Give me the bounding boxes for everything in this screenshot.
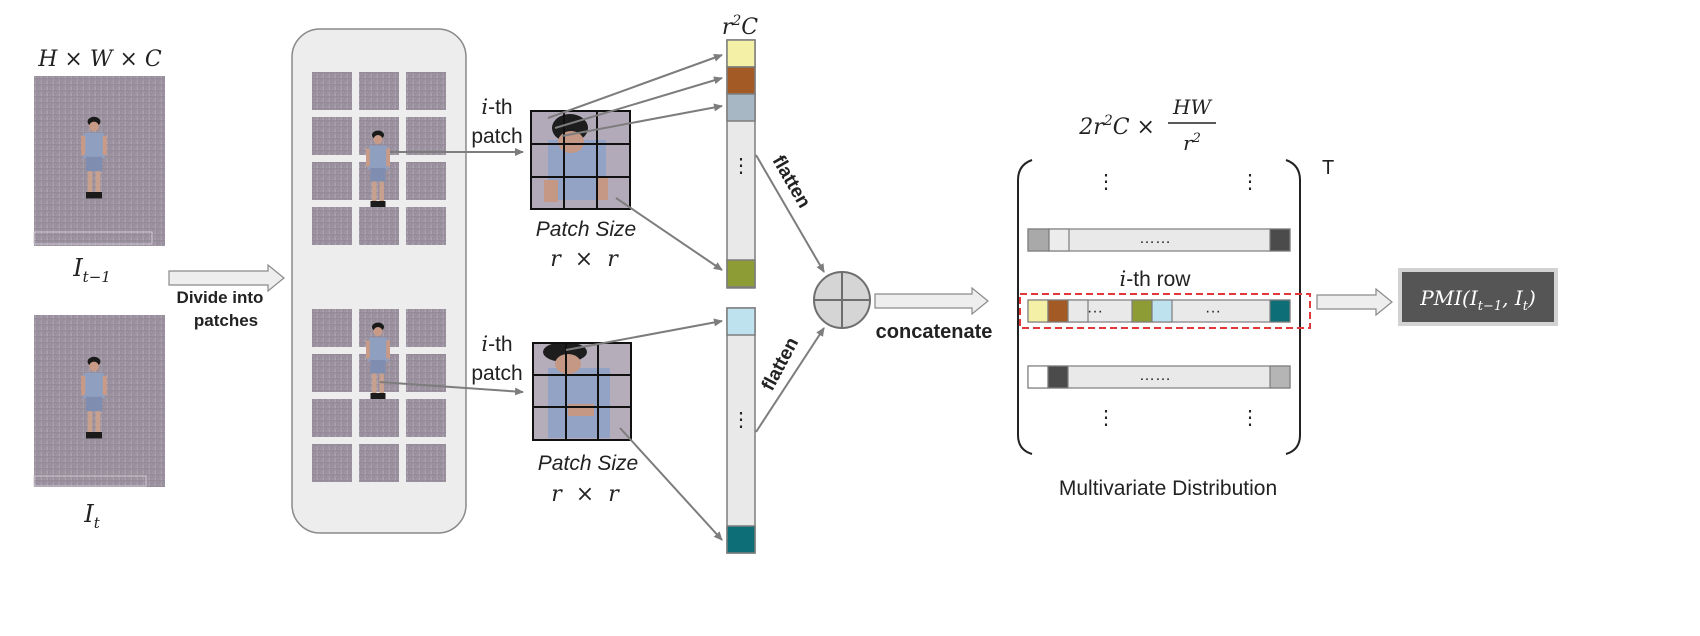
vector-bottom-ellipsis: ⋮ [731, 409, 751, 431]
patch-word-top: patch [471, 125, 522, 148]
dims-label: H × W × C [37, 47, 162, 72]
matrix-ellipsis-top-right: ⋮ [1240, 171, 1260, 193]
svg-text:HW: HW [1172, 95, 1212, 119]
ith-row-highlight [1019, 293, 1311, 329]
patch-word-bottom: patch [471, 362, 522, 385]
matrix-row-1-dots: …… [1139, 230, 1171, 247]
matrix-brackets [1017, 159, 1301, 455]
matrix-caption: Multivariate Distribution [1059, 477, 1277, 500]
zoomed-patch-bottom [532, 342, 632, 441]
concat-node [813, 271, 871, 329]
patch-tile [312, 72, 352, 110]
patch-tile [312, 309, 352, 347]
vector-cell [726, 259, 756, 288]
vector-cell [726, 39, 756, 68]
ith-patch-label-bottom: i-th [481, 332, 512, 356]
patch-tile [359, 72, 399, 110]
patch-grid-prev [312, 72, 446, 245]
matrix-row-1 [1027, 228, 1291, 252]
row-cell [1269, 299, 1291, 323]
patch-tile [312, 354, 352, 392]
ith-row-dots-1: ··· [1087, 303, 1103, 320]
patch-tile [359, 399, 399, 437]
matrix-size-label: 2r2C × HW r2 [1078, 95, 1216, 155]
patch-tile [406, 309, 446, 347]
patch-tile [406, 117, 446, 155]
matrix-ith-row-cells [1027, 299, 1291, 323]
ith-row-dots-2: ··· [1205, 303, 1221, 320]
flatten-arrow-top [755, 154, 825, 273]
patch-tile [312, 162, 352, 200]
row-cell [1047, 299, 1069, 323]
svg-text:2r2C ×: 2r2C × [1078, 113, 1155, 140]
fan-arrows-top [547, 53, 723, 271]
patch-tile [406, 207, 446, 245]
vector-size-label: r2C [722, 13, 758, 40]
output-arrow [1316, 287, 1393, 317]
patch-tile [359, 207, 399, 245]
patch-tile [406, 399, 446, 437]
row-cell [1131, 299, 1153, 323]
ith-patch-label-top: i-th [481, 95, 512, 119]
frame-curr-label: It [83, 500, 100, 532]
svg-text:r2: r2 [1183, 131, 1201, 155]
flatten-arrow-bottom [755, 327, 825, 433]
flat-vector-bottom-cells [726, 307, 756, 554]
patch-tile [406, 162, 446, 200]
patch-tile [312, 207, 352, 245]
concat-label: concatenate [876, 321, 993, 343]
divide-label-line1: Divide into [177, 288, 264, 307]
frame-curr-image [33, 315, 165, 487]
vector-cell [726, 93, 756, 122]
matrix-row-3 [1027, 365, 1291, 389]
patch-size-value-bottom: r × r [551, 482, 620, 507]
concat-arrow [874, 286, 989, 316]
flat-vector-top-cells [726, 39, 756, 288]
matrix-ellipsis-bottom-right: ⋮ [1240, 407, 1260, 429]
pmi-output-box: PMI(It−1, It) [1398, 268, 1558, 326]
vector-top-ellipsis: ⋮ [731, 155, 751, 177]
matrix-transpose: T [1322, 157, 1334, 179]
flatten-label-top: flatten [768, 152, 815, 212]
row-cell [1151, 299, 1173, 323]
fan-arrows-bottom [565, 318, 723, 541]
row-cell [1067, 299, 1089, 323]
svg-text:It−1: It−1 [72, 254, 111, 286]
input-frames: H × W × C It−1 It [33, 47, 165, 532]
divide-label-line2: patches [194, 311, 258, 330]
vector-cell [726, 66, 756, 95]
divide-arrow [168, 263, 285, 293]
svg-text:PMI(It−1, It): PMI(It−1, It) [1419, 286, 1536, 314]
patch-size-label-top: Patch Size [536, 218, 636, 241]
row-cell [1027, 299, 1049, 323]
ith-row-label: i-th row [1120, 267, 1192, 291]
patch-arrow-bottom [379, 381, 524, 396]
flatten-label-bottom: flatten [758, 334, 803, 394]
matrix-ellipsis-top-left: ⋮ [1096, 171, 1116, 193]
patch-tile [312, 444, 352, 482]
frame-prev-label: It−1 [72, 254, 111, 286]
patch-tile [312, 399, 352, 437]
patch-tile [406, 444, 446, 482]
patch-size-value-top: r × r [550, 247, 619, 272]
matrix-row-3-dots: …… [1139, 367, 1171, 384]
frame-prev-image [33, 76, 165, 246]
patch-tile [359, 444, 399, 482]
matrix-ellipsis-bottom-left: ⋮ [1096, 407, 1116, 429]
svg-text:It: It [83, 500, 100, 532]
patch-tile [406, 72, 446, 110]
patch-size-label-bottom: Patch Size [538, 452, 638, 475]
patch-tile [312, 117, 352, 155]
vector-cell [726, 525, 756, 554]
vector-cell [726, 307, 756, 336]
